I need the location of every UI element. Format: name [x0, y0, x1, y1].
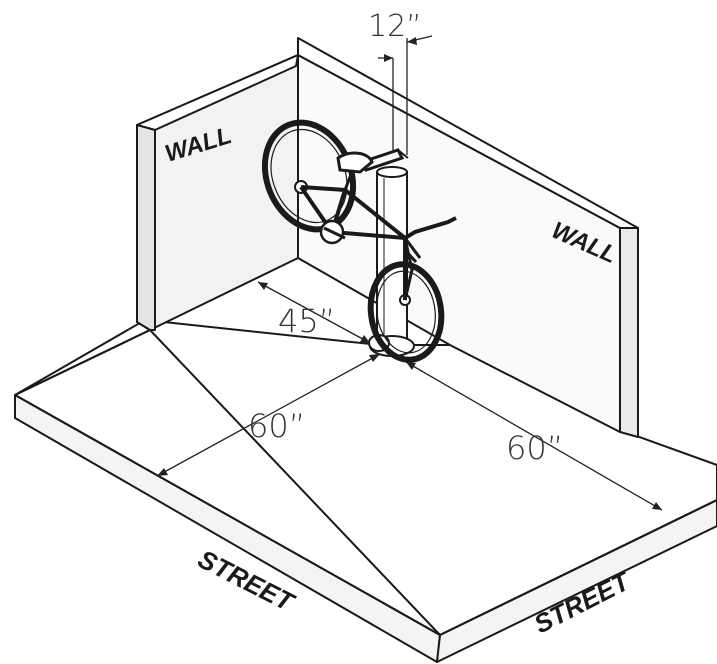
wall-clearance-label: 45” [278, 302, 335, 340]
bicycle-illustration [261, 119, 457, 363]
dimension-lines [156, 35, 663, 511]
floor-slab [14, 319, 717, 663]
front-depth-label: 60” [248, 407, 305, 445]
post-width-label: 12” [368, 9, 422, 44]
right-wall [297, 37, 639, 438]
side-depth-label: 60” [506, 429, 563, 467]
left-wall [136, 54, 299, 331]
